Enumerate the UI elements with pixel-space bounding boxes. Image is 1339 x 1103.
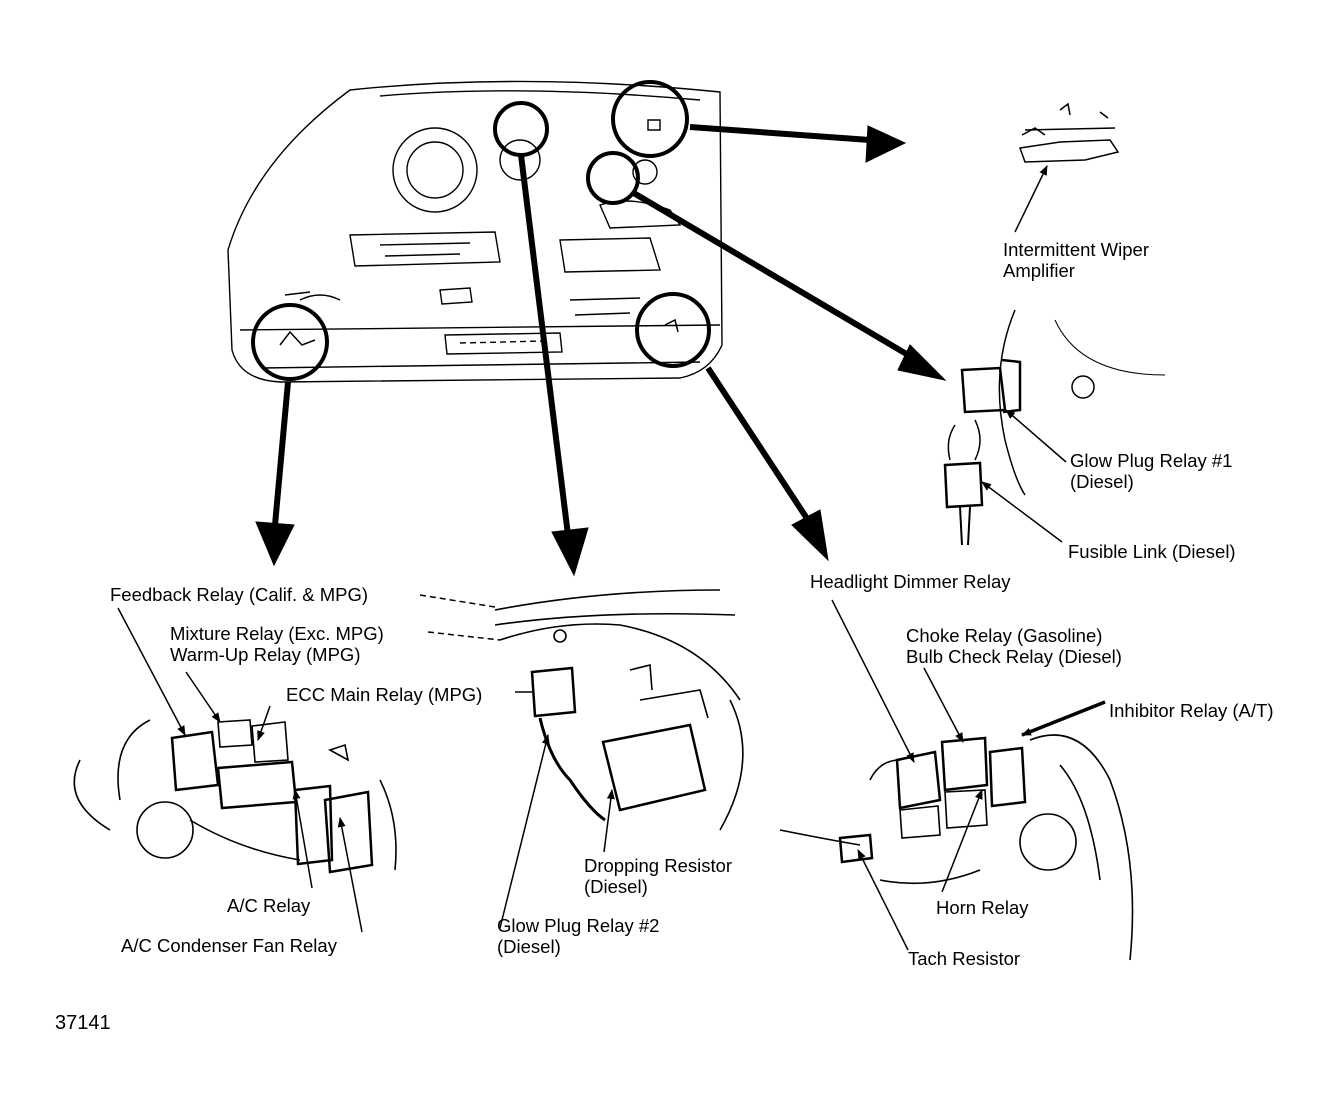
glow-plug-relay-1-drawing [943,309,1166,546]
label-ac-condenser-fan-relay: A/C Condenser Fan Relay [121,935,337,956]
label-line: (Diesel) [497,936,561,957]
left-relay-block-drawing [73,719,397,874]
label-line: Dropping Resistor [584,855,733,876]
wiper-amplifier-drawing [1018,102,1120,163]
label-inhibitor-relay: Inhibitor Relay (A/T) [1109,700,1274,721]
label-line: Glow Plug Relay #2 [497,915,660,936]
label-line: Choke Relay (Gasoline) [906,625,1103,646]
label-glow-plug-relay-1: Glow Plug Relay #1 (Diesel) [1070,450,1232,492]
instrument-panel-drawing [227,80,723,383]
label-ecc-main-relay: ECC Main Relay (MPG) [286,684,483,705]
label-line: Intermittent Wiper [1003,239,1149,260]
pointer-arrows [255,124,947,577]
label-line: (Diesel) [1070,471,1134,492]
label-headlight-dimmer-relay: Headlight Dimmer Relay [810,571,1011,592]
label-line: Mixture Relay (Exc. MPG) [170,623,384,644]
label-line: (Diesel) [584,876,648,897]
label-intermittent-wiper-amplifier: Intermittent Wiper Amplifier [1003,239,1149,281]
label-line: Amplifier [1003,260,1075,281]
label-glow-plug-relay-2: Glow Plug Relay #2 (Diesel) [497,915,659,957]
label-tach-resistor: Tach Resistor [908,948,1021,969]
label-line: Glow Plug Relay #1 [1070,450,1233,471]
leader-lines [117,165,1106,951]
figure-number: 37141 [55,1012,111,1034]
label-line: Warm-Up Relay (MPG) [170,644,361,665]
label-horn-relay: Horn Relay [936,897,1029,918]
label-fusible-link: Fusible Link (Diesel) [1068,541,1236,562]
location-circles [251,80,711,381]
label-choke-relay: Choke Relay (Gasoline) Bulb Check Relay … [906,625,1122,667]
label-dropping-resistor: Dropping Resistor (Diesel) [584,855,732,897]
label-feedback-relay: Feedback Relay (Calif. & MPG) [110,584,369,605]
right-relay-cluster-drawing [779,734,1134,961]
label-mixture-relay: Mixture Relay (Exc. MPG) Warm-Up Relay (… [170,623,384,665]
label-line: Bulb Check Relay (Diesel) [906,646,1122,667]
label-ac-relay: A/C Relay [227,895,311,916]
middle-component-drawing [494,589,744,831]
